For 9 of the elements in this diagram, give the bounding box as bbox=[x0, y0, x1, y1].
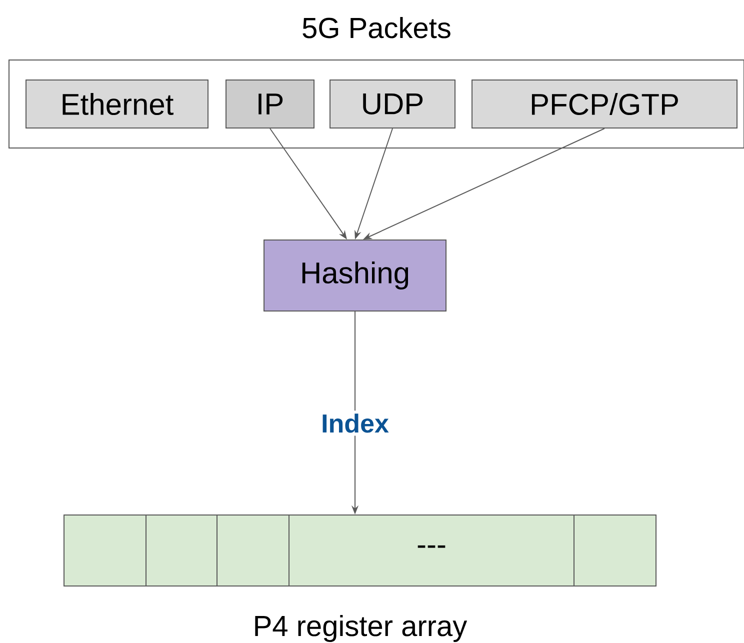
header-box: IP bbox=[226, 80, 314, 128]
edge-label: Index bbox=[318, 410, 392, 436]
header-box: UDP bbox=[330, 80, 456, 128]
process-box: Hashing bbox=[264, 240, 446, 312]
header-box: PFCP/GTP bbox=[472, 80, 738, 128]
header-box: Ethernet bbox=[26, 80, 208, 128]
cell-text: --- bbox=[418, 545, 446, 548]
array-caption: P4 register array bbox=[255, 615, 468, 642]
group-title: 5G Packets bbox=[302, 16, 450, 38]
